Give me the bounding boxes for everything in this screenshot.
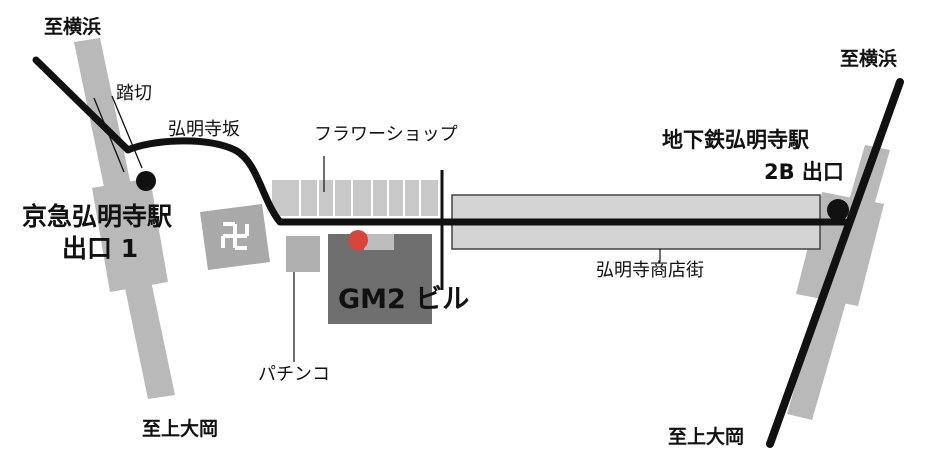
subway-exit-marker: [827, 199, 849, 221]
to-kamiooka-left-label: 至上大岡: [142, 418, 219, 440]
subway-exit-label: 2B 出口: [764, 160, 844, 184]
gm2-building: [328, 234, 432, 324]
subway-line: [766, 78, 904, 448]
gumyoji-zaka-label: 弘明寺坂: [168, 119, 240, 140]
manji-temple-icon: [221, 222, 249, 250]
to-yokohama-left-label: 至横浜: [44, 16, 102, 38]
temple-block: [200, 204, 270, 270]
keikyu-rail-band: [74, 38, 175, 399]
destination-marker: [348, 230, 368, 250]
railway-crossing: [93, 95, 143, 173]
walking-route: [32, 56, 849, 226]
shopping-street-label: 弘明寺商店街: [596, 260, 704, 281]
pachinko-block: [286, 236, 320, 362]
keikyu-exit-marker: [136, 171, 156, 191]
flower-shop-label: フラワーショップ: [314, 124, 458, 145]
pachinko-label: パチンコ: [258, 364, 330, 385]
subway-station-label: 地下鉄弘明寺駅: [662, 128, 809, 152]
gm2-building-label: GM2 ビル: [338, 284, 470, 315]
to-yokohama-right-label: 至横浜: [840, 48, 898, 70]
to-kamiooka-right-label: 至上大岡: [668, 426, 745, 448]
keikyu-station-label: 京急弘明寺駅: [22, 202, 173, 231]
flower-shop-block: [272, 156, 438, 216]
keikyu-exit-label: 出口 1: [62, 234, 139, 263]
subway-rail-band: [787, 145, 890, 420]
fumikiri-label: 踏切: [116, 83, 152, 104]
